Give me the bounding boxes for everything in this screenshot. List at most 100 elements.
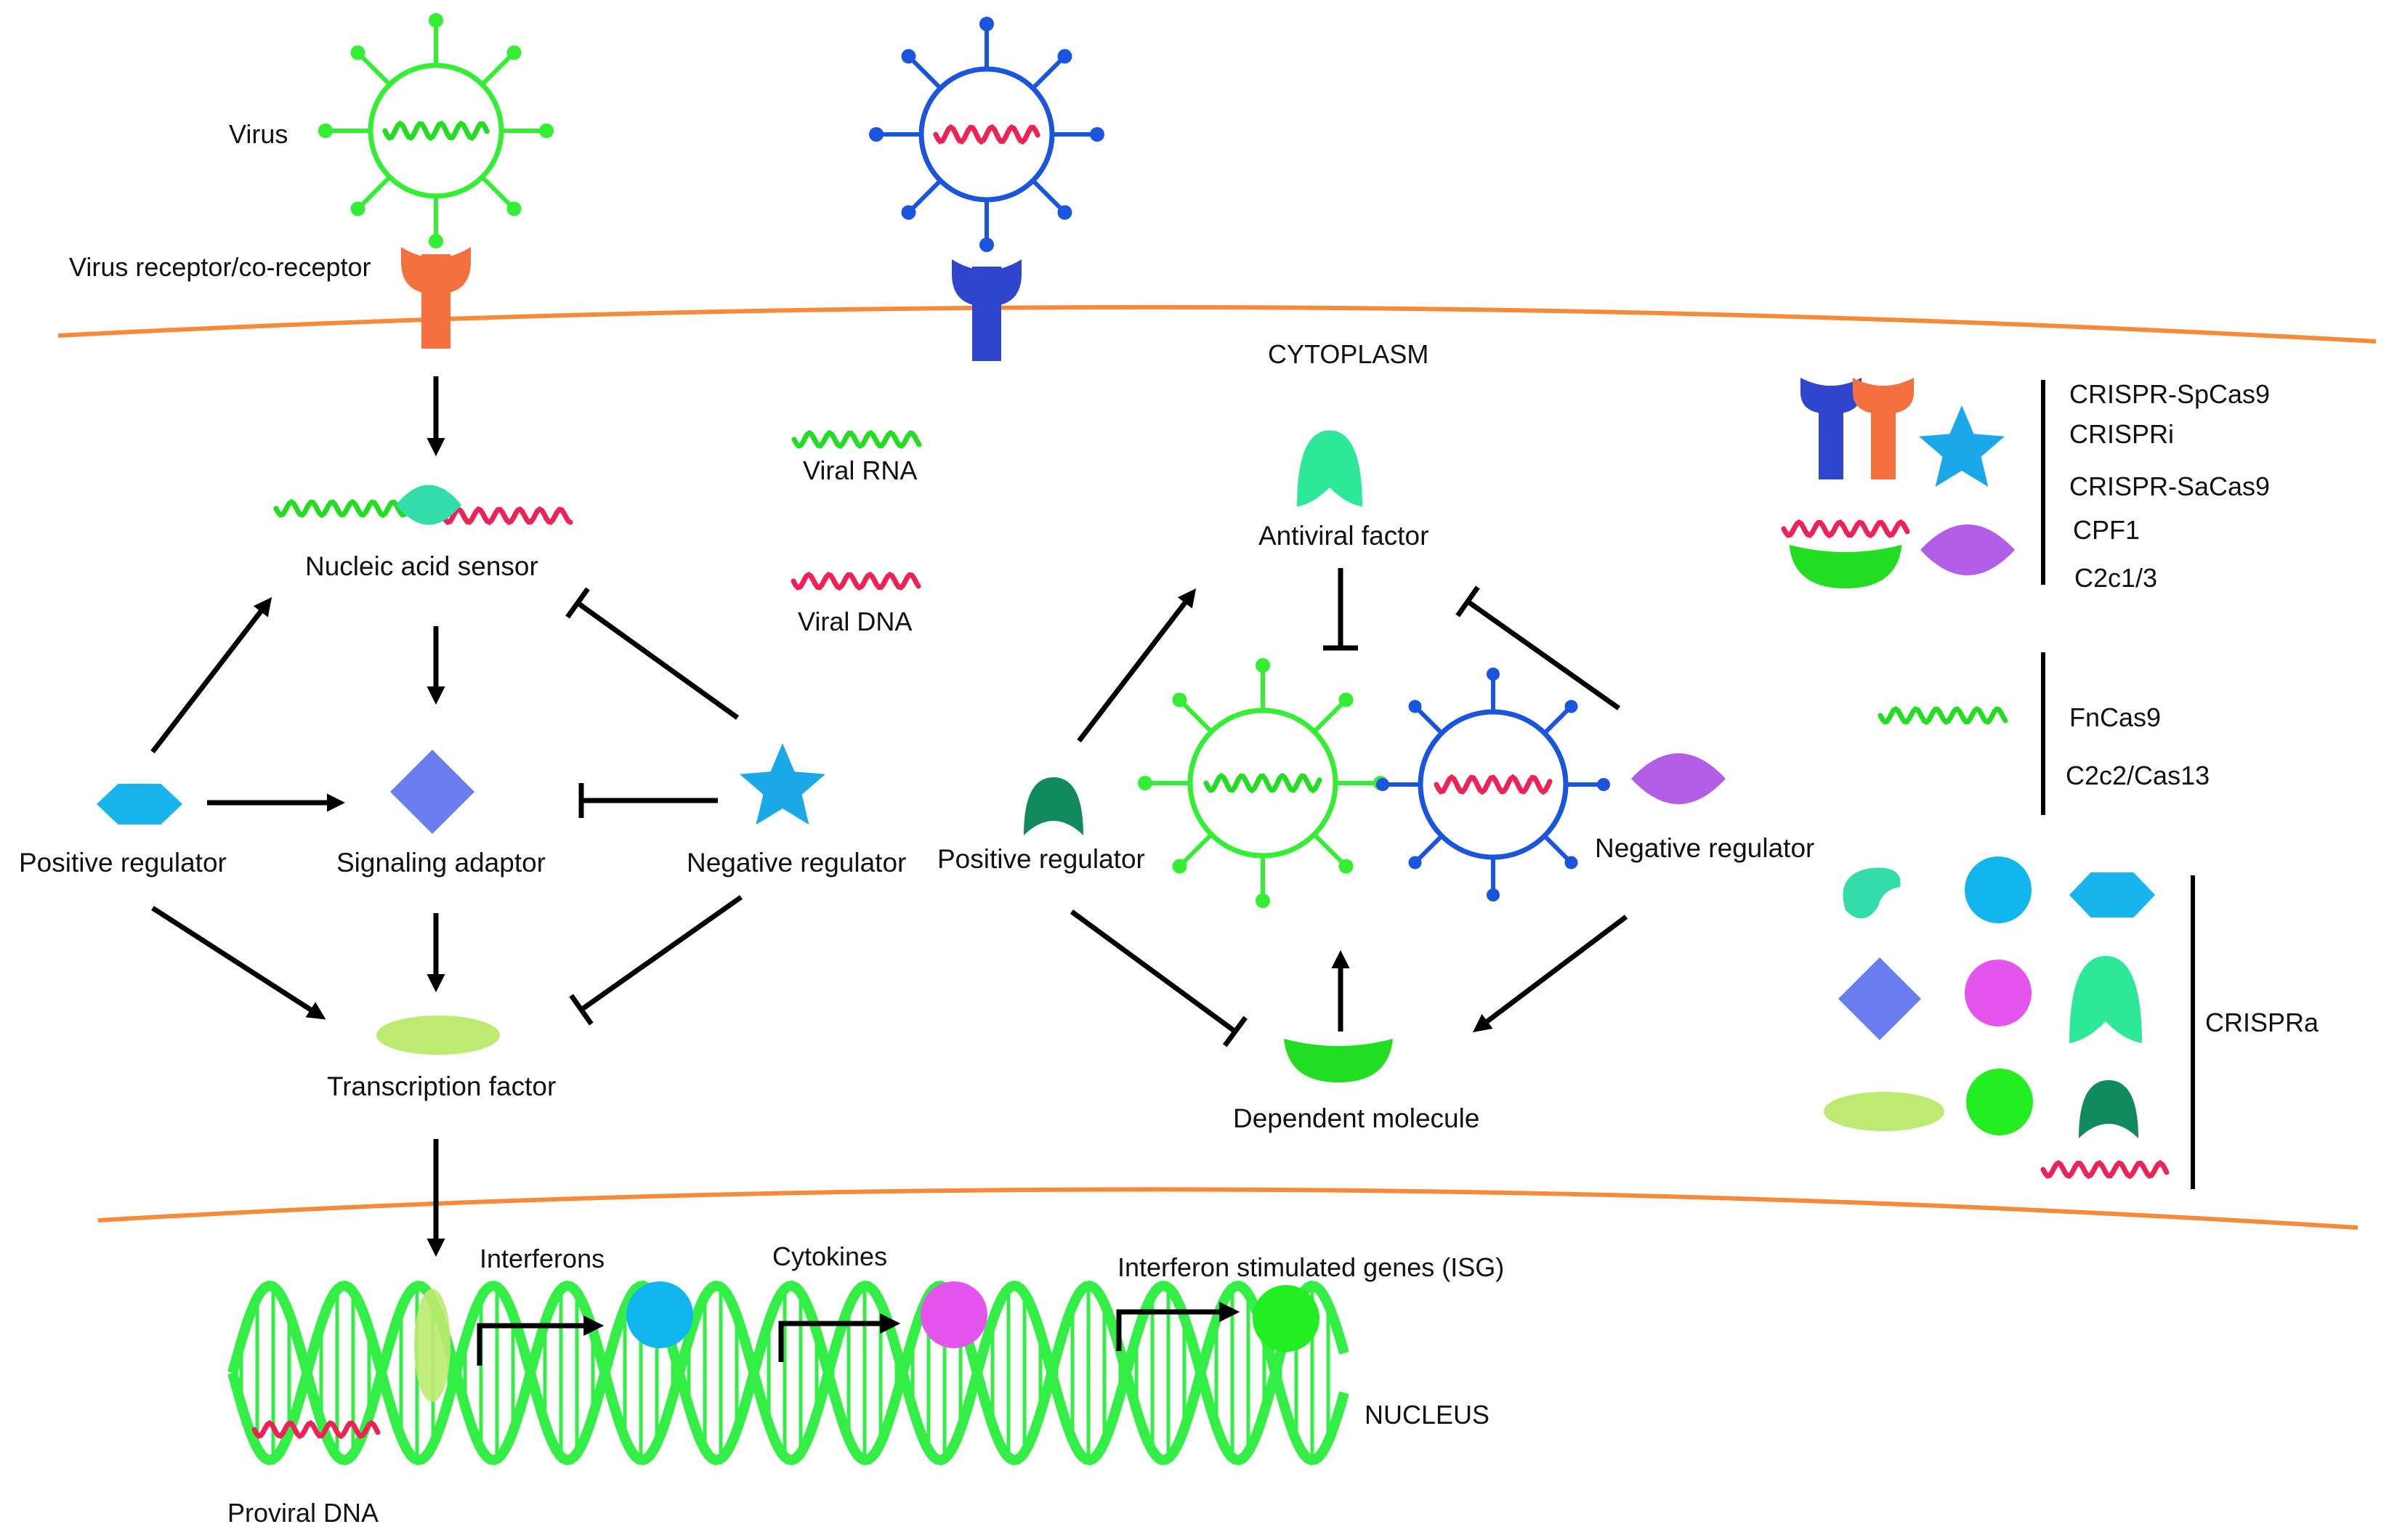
dependent-molecule-icon — [1284, 1039, 1393, 1082]
virus-spike — [1178, 832, 1213, 868]
negative-regulator-mid-label: Negative regulator — [1595, 833, 1814, 863]
promoter-arrow-isg — [1116, 1302, 1240, 1351]
nucleus-label: NUCLEUS — [1365, 1400, 1489, 1430]
negative-regulator-left-label: Negative regulator — [687, 848, 906, 878]
legend-green-circle-icon — [1966, 1069, 2033, 1135]
virus-spike-head — [1408, 856, 1422, 870]
legend-dependent-icon — [1789, 545, 1902, 588]
legend-dna-icon-2 — [2040, 1159, 2170, 1180]
sensor-bound-rna — [273, 498, 410, 519]
hexagon-icon-positive-regulator — [97, 784, 182, 824]
virus-spike-head — [1172, 859, 1187, 874]
legend-item-cpf1: CPF1 — [2073, 515, 2140, 545]
dna-helix-icon — [227, 1280, 1349, 1466]
virus-spike-head — [1487, 668, 1500, 681]
legend-lime-ellipse-icon — [1824, 1092, 1944, 1131]
inhibit-antiviral-to-virus — [1323, 568, 1358, 651]
sensor-bound-dna — [440, 506, 573, 526]
virus-spike-head — [429, 13, 443, 28]
nucleic-acid-sensor-label: Nucleic acid sensor — [305, 551, 538, 581]
virus-spike-head — [1564, 700, 1578, 713]
isg-icon — [1253, 1285, 1319, 1352]
promoter-arrow-cytokines — [778, 1313, 901, 1362]
inhibit-bar — [569, 994, 594, 1026]
inhibit-line — [1070, 909, 1237, 1034]
negative-regulator-mid-icon — [1631, 753, 1726, 804]
positive-regulator-mid-label: Positive regulator — [937, 844, 1145, 874]
viral-genome — [1203, 772, 1322, 794]
virus-spike — [1178, 698, 1213, 734]
receptor-head — [1800, 378, 1862, 414]
arrow-posreg-to-tf — [151, 906, 326, 1020]
virus-spike — [480, 51, 516, 86]
legend-antiviral-icon — [2069, 956, 2142, 1043]
legend-arch-icon — [2079, 1080, 2138, 1138]
legend-item-c2c1: C2c1/3 — [2074, 563, 2157, 593]
diamond-icon-adaptor — [390, 750, 474, 834]
virus-spike-head — [429, 234, 443, 248]
positive-regulator-mid-icon — [1024, 777, 1083, 835]
virus-spike-head — [1487, 888, 1500, 901]
inhibit-negreg-to-sensor — [565, 587, 740, 720]
dependent-molecule-label: Dependent molecule — [1233, 1103, 1479, 1133]
transcription-factor-icon — [376, 1016, 500, 1055]
antiviral-factor-label: Antiviral factor — [1258, 521, 1428, 551]
cell-membrane — [57, 304, 2377, 344]
legend-hexagon-icon — [2069, 872, 2155, 917]
legend-purple-lens-icon — [1920, 524, 2015, 575]
virus-capsid — [1418, 709, 1569, 860]
virus-spike-head — [1057, 49, 1072, 64]
virus-spike-head — [350, 201, 365, 216]
arrow-negreg-to-dependent — [1472, 915, 1628, 1033]
dna-strand-2 — [227, 1280, 1349, 1466]
cytoplasm-label: CYTOPLASM — [1268, 339, 1428, 369]
virus-spike — [1031, 54, 1067, 90]
nuclear-membrane — [97, 1187, 2358, 1230]
virus-spike-head — [979, 238, 994, 252]
virus-spike — [907, 54, 942, 90]
virus-spike — [1312, 832, 1348, 868]
virus-spike — [907, 179, 942, 214]
virus-spike-head — [901, 49, 916, 64]
virus-spike-head — [1597, 778, 1610, 791]
legend-receptor-orange-icon — [1853, 378, 1914, 479]
cytokines-label: Cytokines — [772, 1241, 887, 1271]
signaling-adaptor-label: Signaling adaptor — [336, 848, 546, 878]
virus-icon-blue-mid — [1376, 668, 1610, 901]
viral-genome — [1434, 774, 1553, 795]
legend-item-spcas9: CRISPR-SpCas9 — [2069, 379, 2270, 409]
promoter-arrow-interferons — [477, 1316, 605, 1366]
bound-transcription-factor-icon — [414, 1289, 450, 1402]
virus-spike-head — [869, 127, 884, 142]
virus-receptor-label: Virus receptor/co-receptor — [69, 252, 371, 282]
proviral-dna-icon — [251, 1419, 381, 1440]
legend-item-crispra: CRISPRa — [2205, 1008, 2319, 1037]
legend-bean-icon — [1843, 867, 1901, 919]
virus-spike-head — [1172, 692, 1187, 708]
virus-spike-head — [350, 45, 365, 60]
inhibit-line — [1466, 599, 1621, 710]
inhibit-negreg-to-tf — [569, 895, 743, 1026]
virus-spike-head — [1408, 700, 1422, 713]
legend-rna-icon — [1877, 705, 2008, 726]
legend-cyan-circle-icon — [1965, 856, 2032, 923]
inhibit-negreg-to-antiviral — [1455, 585, 1621, 710]
inhibit-bar — [565, 587, 590, 619]
legend-item-crispri: CRISPRi — [2069, 419, 2174, 449]
receptor-icon-blue — [952, 259, 1022, 361]
nucleic-acid-sensor-icon — [396, 485, 461, 525]
virus-spike-head — [1376, 778, 1389, 791]
virus-spike-head — [506, 45, 522, 60]
virus-spike-head — [1090, 127, 1104, 142]
virus-spike — [480, 175, 516, 211]
viral-rna-label: Viral RNA — [803, 455, 917, 485]
virus-spike-head — [1057, 205, 1072, 220]
viral-genome — [382, 120, 490, 142]
legend-diamond-icon — [1838, 957, 1921, 1040]
dna-strand-1 — [227, 1280, 1349, 1466]
viral-dna-icon — [791, 571, 921, 591]
virus-spike-head — [506, 201, 522, 216]
virus-spike-head — [1338, 692, 1354, 708]
isg-label: Interferon stimulated genes (ISG) — [1117, 1252, 1504, 1282]
viral-rna-icon — [791, 429, 922, 450]
